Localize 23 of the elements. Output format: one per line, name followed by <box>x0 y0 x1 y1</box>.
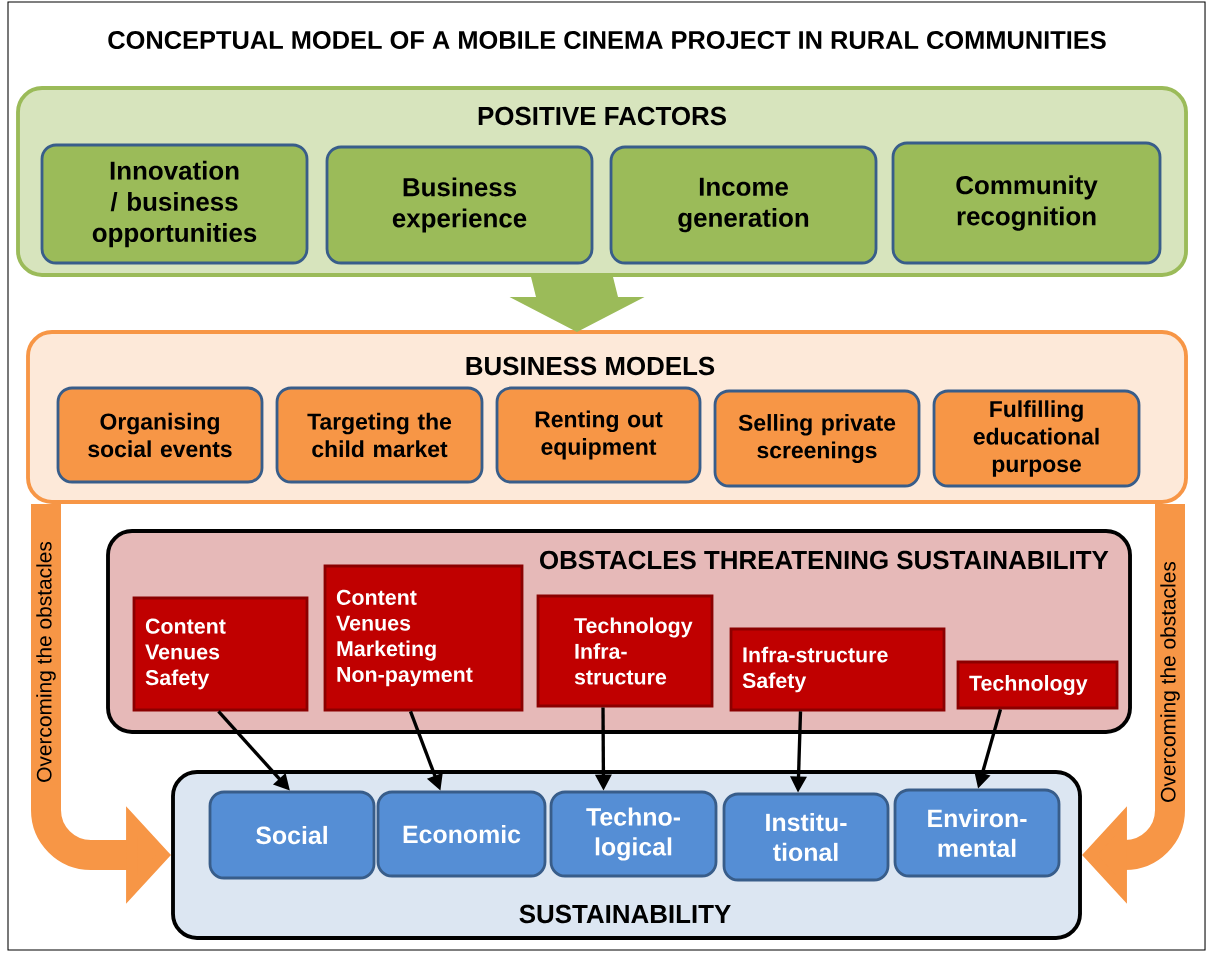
factor-box: Business experience <box>325 145 594 265</box>
factor-box: Innovation / business opportunities <box>40 143 309 265</box>
dimension-box: Institu- tional <box>722 792 890 882</box>
model-box: Renting out equipment <box>495 386 702 484</box>
title: CONCEPTUAL MODEL OF A MOBILE CINEMA PROJECT IN RURAL COMMUNITIES <box>108 31 1106 49</box>
dimension-box: Environ- mental <box>893 788 1061 878</box>
obstacle-box: Content Venues Marketing Non-payment <box>323 564 524 712</box>
factor-box: Income generation <box>609 145 878 265</box>
block-arrow <box>509 276 645 333</box>
model-box: Selling private screenings <box>713 389 921 488</box>
obstacle-box: Infra-structure Safety <box>729 627 946 712</box>
model-box: Fulfilling educational purpose <box>932 389 1141 488</box>
obstacle-box: Content Venues Safety <box>132 596 309 712</box>
model-box: Organising social events <box>56 386 264 484</box>
obstacle-box: Technology Infra-structure <box>536 594 714 708</box>
dimension-box: Social <box>208 790 376 880</box>
dimension-box: Techno- logical <box>549 790 718 878</box>
obstacle-box: Technology <box>956 660 1119 710</box>
dimension-box: Economic <box>376 790 547 878</box>
edge-label: Overcoming the obstacles <box>1158 559 1182 805</box>
factor-box: Community recognition <box>891 141 1162 265</box>
edge-label: Overcoming the obstacles <box>34 539 58 785</box>
model-box: Targeting the child market <box>275 386 484 484</box>
